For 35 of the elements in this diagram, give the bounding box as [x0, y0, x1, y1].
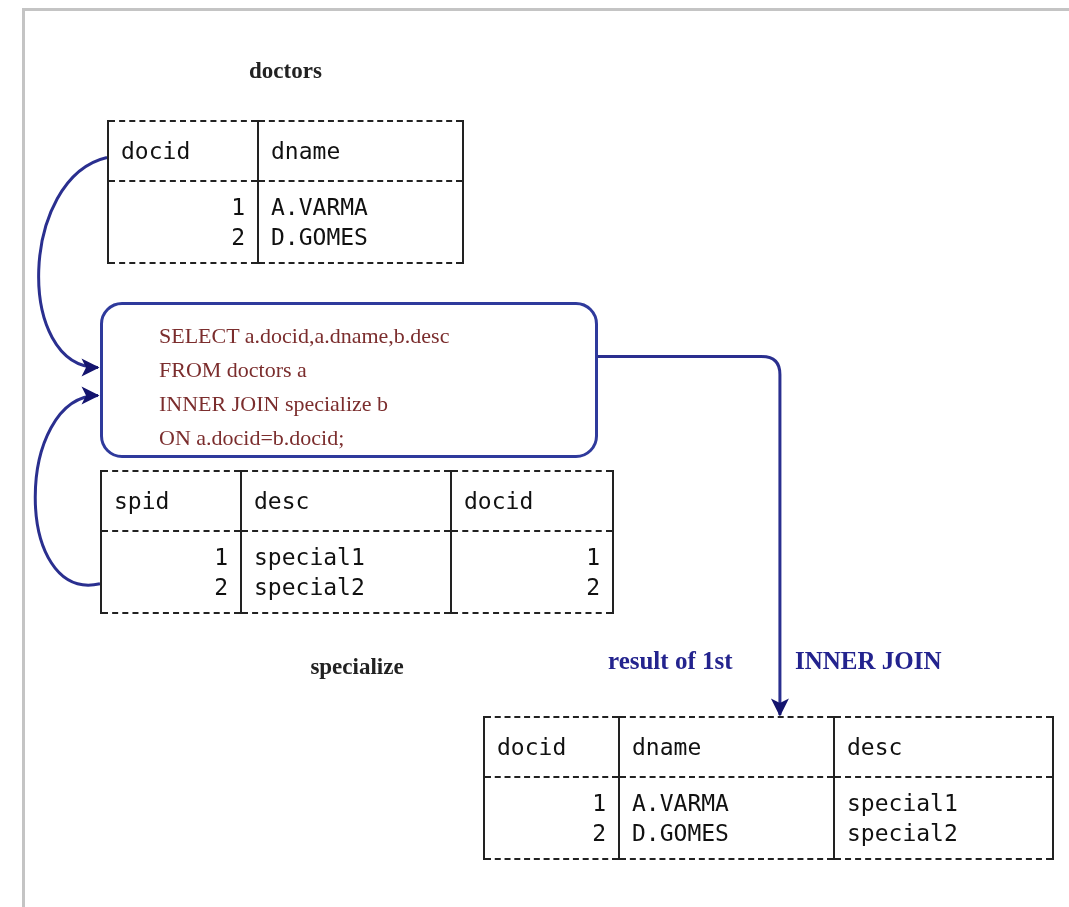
column-header: dname [619, 717, 834, 777]
sql-line: INNER JOIN specialize b [159, 390, 390, 418]
column-header: docid [484, 717, 619, 777]
cell-value: 1 [451, 531, 613, 572]
column-header: docid [108, 121, 258, 181]
cell-value: 1 [101, 531, 241, 572]
cell-value: A.VARMA [619, 777, 834, 818]
column-header: docid [451, 471, 613, 531]
cell-value: D.GOMES [619, 818, 834, 859]
query-box [100, 302, 598, 458]
cell-value: 2 [484, 818, 619, 859]
column-header: dname [258, 121, 463, 181]
sql-line: FROM doctors a [159, 356, 308, 384]
arrow [598, 355, 789, 717]
arrow [37, 156, 108, 374]
column-header: desc [834, 717, 1053, 777]
cell-value: 1 [108, 181, 258, 222]
cell-value: special2 [834, 818, 1053, 859]
cell-value: special2 [241, 572, 451, 613]
join-label: INNER JOIN [795, 647, 942, 675]
cell-value: 2 [101, 572, 241, 613]
join-label: result of 1st [608, 647, 733, 675]
column-header: desc [241, 471, 451, 531]
table-title: specialize [310, 654, 404, 680]
cell-value: 2 [451, 572, 613, 613]
table-title: doctors [249, 58, 322, 84]
cell-value: special1 [241, 531, 451, 572]
column-header: spid [101, 471, 241, 531]
cell-value: 1 [484, 777, 619, 818]
cell-value: 2 [108, 222, 258, 263]
sql-line: SELECT a.docid,a.dname,b.desc [159, 322, 451, 350]
cell-value: D.GOMES [258, 222, 463, 263]
cell-value: A.VARMA [258, 181, 463, 222]
sql-line: ON a.docid=b.docid; [159, 424, 346, 452]
cell-value: special1 [834, 777, 1053, 818]
